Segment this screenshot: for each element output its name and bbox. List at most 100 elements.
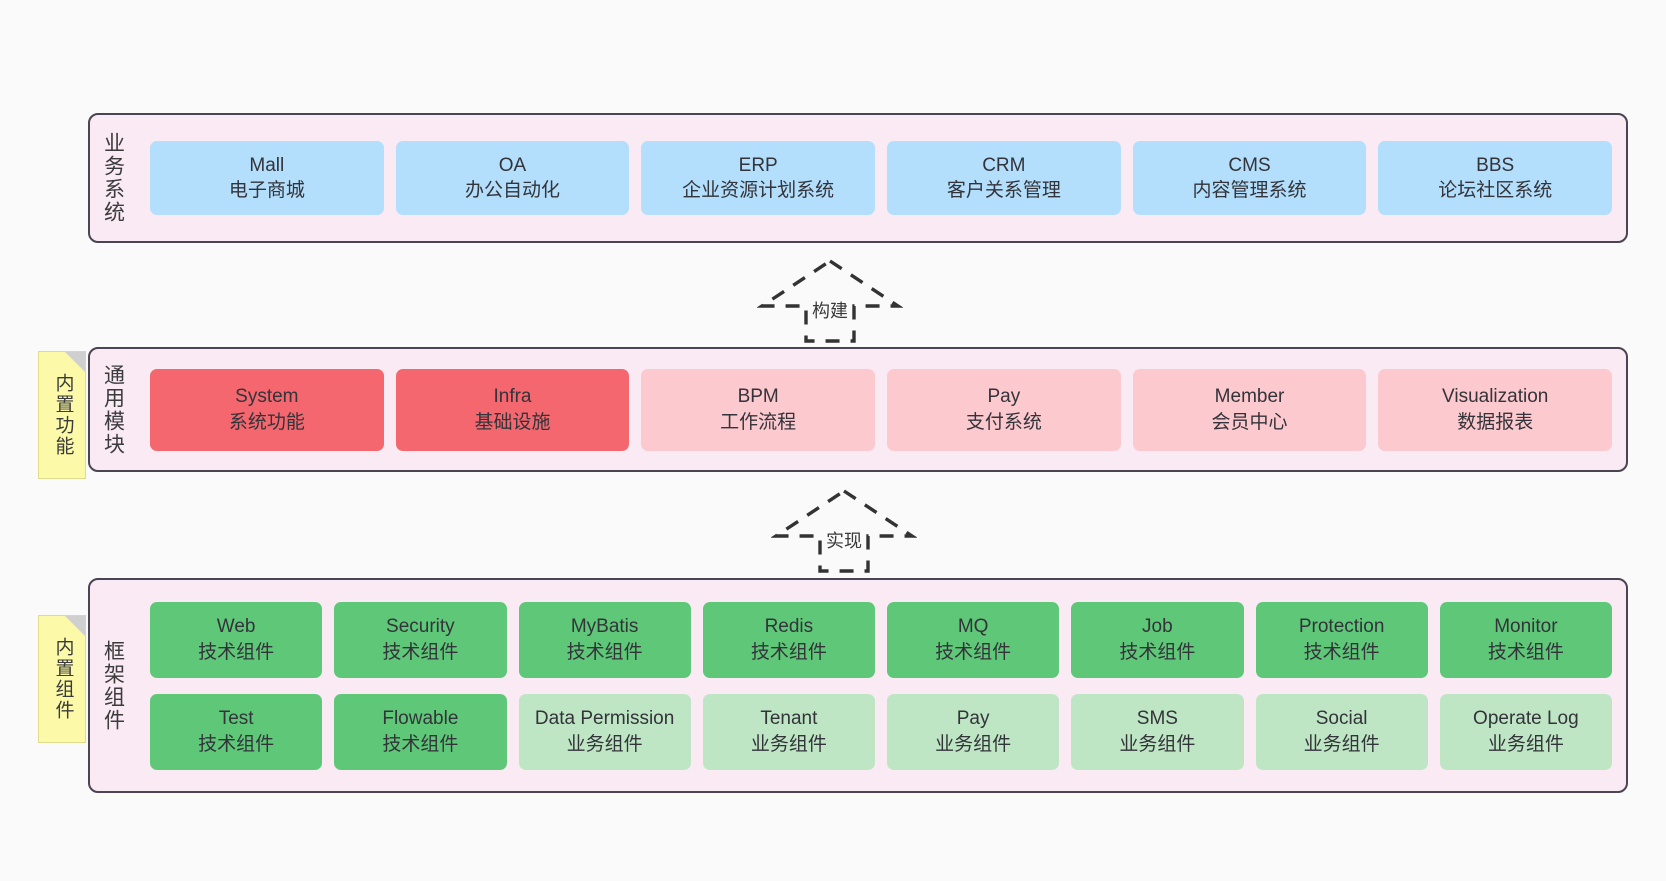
- card-bpm[interactable]: BPM 工作流程: [641, 368, 876, 451]
- card-subtitle: 技术组件: [750, 641, 827, 663]
- card-data-permission[interactable]: Data Permission 业务组件: [518, 693, 691, 770]
- card-subtitle: 技术组件: [566, 641, 643, 663]
- card-subtitle: 技术组件: [1303, 641, 1380, 663]
- card-web[interactable]: Web 技术组件: [150, 601, 323, 678]
- card-title: Infra: [493, 386, 532, 408]
- card-flowable[interactable]: Flowable 技术组件: [334, 693, 507, 770]
- layer-body-framework-component: Web 技术组件 Security 技术组件 MyBatis 技术组件 Redi…: [136, 580, 1626, 791]
- card-operate-log[interactable]: Operate Log 业务组件: [1439, 693, 1612, 770]
- card-title: Visualization: [1442, 386, 1549, 408]
- note-builtin-function: 内置功能: [38, 351, 86, 479]
- card-subtitle: 会员中心: [1211, 411, 1288, 433]
- card-title: Tenant: [760, 708, 818, 730]
- card-subtitle: 技术组件: [198, 641, 275, 663]
- card-title: Pay: [956, 708, 990, 730]
- connector-build-label: 构建: [809, 297, 851, 323]
- implement-arrow-shape: [770, 488, 918, 573]
- note-builtin-component: 内置组件: [38, 615, 86, 743]
- connector-implement-label: 实现: [823, 527, 865, 553]
- card-title: Job: [1142, 616, 1173, 638]
- card-mall[interactable]: Mall 电子商城: [150, 141, 384, 215]
- card-subtitle: 内容管理系统: [1192, 180, 1307, 201]
- card-title: Member: [1214, 386, 1285, 408]
- component-row-business: Test 技术组件 Flowable 技术组件 Data Permission …: [150, 693, 1612, 770]
- note-label: 内置组件: [52, 637, 74, 721]
- card-pay[interactable]: Pay 支付系统: [887, 368, 1121, 451]
- card-title: Data Permission: [534, 708, 675, 730]
- card-member[interactable]: Member 会员中心: [1132, 368, 1367, 451]
- layer-body-common-module: System 系统功能 Infra 基础设施 BPM 工作流程 Pay 支付系统…: [136, 349, 1626, 470]
- layer-framework-component: 框架组件 Web 技术组件 Security 技术组件 MyBatis 技术组件…: [88, 578, 1628, 793]
- layer-business-system: 业务系统 Mall 电子商城 OA 办公自动化 ERP 企业资源计划系统 CRM…: [88, 113, 1628, 243]
- card-protection[interactable]: Protection 技术组件: [1255, 601, 1428, 678]
- card-redis[interactable]: Redis 技术组件: [702, 601, 875, 678]
- card-crm[interactable]: CRM 客户关系管理: [887, 141, 1121, 215]
- card-oa[interactable]: OA 办公自动化: [395, 141, 630, 215]
- card-tenant[interactable]: Tenant 业务组件: [702, 693, 875, 770]
- layer-label-common-module: 通用模块: [101, 363, 125, 456]
- card-subtitle: 业务组件: [1119, 733, 1196, 755]
- card-title: SMS: [1136, 708, 1178, 730]
- card-title: OA: [498, 154, 527, 176]
- card-subtitle: 基础设施: [474, 411, 551, 433]
- card-sms[interactable]: SMS 业务组件: [1071, 693, 1244, 770]
- card-subtitle: 支付系统: [965, 411, 1042, 433]
- card-social[interactable]: Social 业务组件: [1255, 693, 1428, 770]
- layer-body-business-system: Mall 电子商城 OA 办公自动化 ERP 企业资源计划系统 CRM 客户关系…: [136, 115, 1626, 241]
- card-subtitle: 系统功能: [228, 411, 305, 433]
- card-pay-business[interactable]: Pay 业务组件: [887, 693, 1060, 770]
- card-subtitle: 业务组件: [1303, 733, 1380, 755]
- card-title: Monitor: [1494, 616, 1558, 638]
- card-subtitle: 技术组件: [382, 641, 459, 663]
- card-security[interactable]: Security 技术组件: [334, 601, 507, 678]
- card-title: ERP: [738, 154, 778, 176]
- card-title: MyBatis: [570, 616, 639, 638]
- card-job[interactable]: Job 技术组件: [1071, 601, 1244, 678]
- card-subtitle: 业务组件: [750, 733, 827, 755]
- layer-label-framework-component: 框架组件: [101, 639, 125, 732]
- card-subtitle: 技术组件: [935, 641, 1012, 663]
- connector-implement-arrow: 实现: [770, 487, 918, 575]
- note-label: 内置功能: [52, 373, 74, 457]
- card-title: CMS: [1228, 154, 1271, 176]
- card-title: Social: [1315, 708, 1368, 730]
- card-subtitle: 客户关系管理: [946, 180, 1061, 201]
- card-title: BBS: [1476, 154, 1515, 176]
- card-subtitle: 业务组件: [935, 733, 1012, 755]
- layer-common-module: 通用模块 System 系统功能 Infra 基础设施 BPM 工作流程 Pay…: [88, 347, 1628, 472]
- card-title: System: [235, 386, 299, 408]
- card-monitor[interactable]: Monitor 技术组件: [1439, 601, 1612, 678]
- card-test[interactable]: Test 技术组件: [150, 693, 323, 770]
- card-system[interactable]: System 系统功能: [150, 368, 384, 451]
- card-bbs[interactable]: BBS 论坛社区系统: [1378, 141, 1613, 215]
- card-title: MQ: [957, 616, 989, 638]
- card-subtitle: 工作流程: [720, 411, 797, 433]
- card-mq[interactable]: MQ 技术组件: [887, 601, 1060, 678]
- card-subtitle: 技术组件: [198, 733, 275, 755]
- card-erp[interactable]: ERP 企业资源计划系统: [641, 141, 876, 215]
- card-subtitle: 办公自动化: [465, 180, 561, 201]
- component-row-technical: Web 技术组件 Security 技术组件 MyBatis 技术组件 Redi…: [150, 601, 1612, 678]
- card-title: Flowable: [382, 708, 459, 730]
- build-arrow-shape: [756, 258, 904, 343]
- card-infra[interactable]: Infra 基础设施: [395, 368, 630, 451]
- connector-build-arrow: 构建: [756, 257, 904, 345]
- card-title: BPM: [737, 386, 779, 408]
- card-mybatis[interactable]: MyBatis 技术组件: [518, 601, 691, 678]
- card-subtitle: 论坛社区系统: [1438, 180, 1553, 201]
- card-title: Protection: [1298, 616, 1385, 638]
- card-subtitle: 技术组件: [1119, 641, 1196, 663]
- card-cms[interactable]: CMS 内容管理系统: [1132, 141, 1367, 215]
- card-subtitle: 数据报表: [1457, 411, 1534, 433]
- card-title: Mall: [249, 154, 285, 176]
- card-visualization[interactable]: Visualization 数据报表: [1378, 368, 1613, 451]
- card-title: Redis: [764, 616, 814, 638]
- layer-label-business-system: 业务系统: [101, 132, 125, 224]
- card-subtitle: 技术组件: [382, 733, 459, 755]
- card-subtitle: 企业资源计划系统: [682, 180, 835, 201]
- card-title: Operate Log: [1473, 708, 1579, 730]
- card-title: CRM: [982, 154, 1026, 176]
- card-title: Pay: [987, 386, 1021, 408]
- card-subtitle: 电子商城: [228, 180, 305, 201]
- card-subtitle: 技术组件: [1487, 641, 1564, 663]
